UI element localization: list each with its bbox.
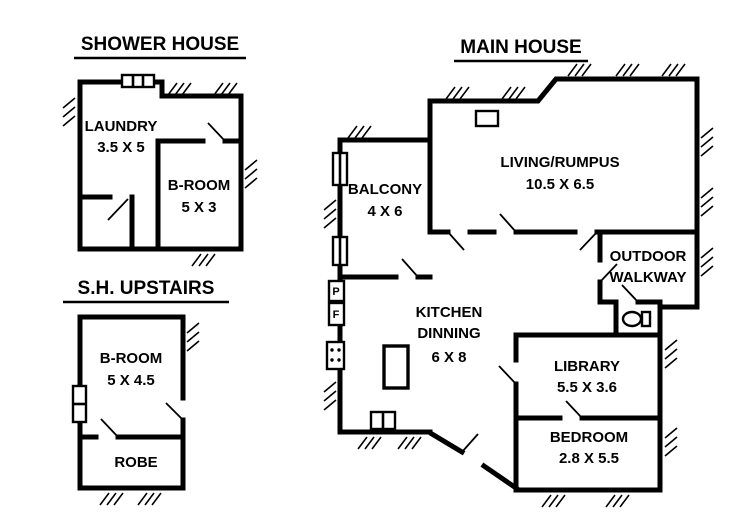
hatch-mark	[397, 436, 422, 450]
living-kitchen-door-swing	[447, 231, 465, 251]
toilet-icon	[621, 310, 652, 328]
hatch-mark	[62, 97, 76, 127]
hatch-mark	[186, 322, 200, 352]
walkway-right-walls	[657, 229, 700, 493]
kitchen-diagonal-wall	[428, 430, 520, 492]
hatch-mark	[191, 253, 216, 267]
upstairs-broom-label: B-ROOM	[100, 350, 163, 367]
bedroom-door-swing	[565, 400, 583, 419]
balcony-walls	[337, 137, 433, 280]
stove-icon	[325, 340, 346, 371]
laundry-dims: 3.5 X 5	[97, 139, 145, 156]
balcony-label: BALCONY	[348, 181, 422, 198]
laundry-label: LAUNDRY	[85, 118, 158, 135]
bedroom-walls	[513, 415, 663, 493]
living-walkway-door-swing	[579, 231, 598, 251]
robe-label: ROBE	[114, 454, 157, 471]
shower-wetroom-door-swing	[107, 198, 129, 221]
shower-house-plan	[62, 73, 258, 267]
walkway-door-swing	[599, 263, 618, 283]
balcony-dims: 4 X 6	[367, 203, 402, 220]
hatch-mark	[567, 63, 592, 77]
hatch-mark	[700, 187, 714, 217]
upstairs-entry-door-swing	[165, 402, 184, 421]
hatch-mark	[661, 63, 686, 77]
fridge-box	[327, 301, 346, 327]
hatch-mark	[605, 494, 630, 508]
main-house-title: MAIN HOUSE	[460, 37, 581, 58]
kitchen-island	[382, 344, 410, 390]
window-icon	[120, 73, 156, 89]
shower-house-outer-walls	[77, 79, 244, 252]
hatch-mark	[615, 63, 640, 77]
upstairs-title: S.H. UPSTAIRS	[78, 278, 215, 299]
hatch-mark	[213, 82, 238, 96]
hatch-mark	[167, 82, 192, 96]
hatch-mark	[541, 494, 566, 508]
shower-broom-door-swing	[207, 122, 226, 142]
shower-house-title: SHOWER HOUSE	[81, 34, 239, 55]
kitchen-rear-door-swing	[461, 433, 479, 453]
hatch-mark	[664, 339, 678, 369]
hatch-mark	[323, 199, 337, 229]
hatch-mark	[445, 86, 470, 100]
pantry-box	[327, 279, 346, 303]
pantry-label: P	[332, 286, 339, 298]
shower-broom-walls	[155, 138, 244, 252]
vent-icon	[474, 109, 500, 128]
window-icon	[331, 151, 349, 187]
kitchen-walls	[337, 274, 433, 435]
hatch-mark	[99, 492, 124, 506]
walkway-label-line1: OUTDOOR	[610, 248, 687, 265]
toilet-room-walls	[597, 299, 663, 338]
library-door-swing	[498, 365, 517, 385]
living-label: LIVING/RUMPUS	[500, 154, 619, 171]
hatch-mark	[357, 436, 382, 450]
hatch-mark	[244, 159, 258, 189]
kitchen-label-line1: KITCHEN	[416, 304, 483, 321]
shower-wetroom-walls	[77, 194, 135, 252]
hatch-mark	[700, 247, 714, 277]
bedroom-label: BEDROOM	[550, 429, 628, 446]
library-label: LIBRARY	[554, 358, 620, 375]
fridge-label: F	[333, 309, 340, 321]
sink-icon	[369, 410, 397, 431]
hatch-mark	[700, 127, 714, 157]
shower-broom-dims: 5 X 3	[181, 199, 216, 216]
upstairs-plan	[71, 314, 200, 506]
living-dims: 10.5 X 6.5	[526, 176, 594, 193]
hatch-mark	[323, 381, 337, 411]
hatch-mark	[347, 125, 372, 139]
hatch-mark	[664, 427, 678, 457]
toilet-door-swing	[621, 284, 639, 303]
robe-door-swing	[100, 418, 119, 438]
upstairs-broom-dims: 5 X 4.5	[107, 372, 155, 389]
living-dining-door-swing	[499, 213, 517, 233]
shower-broom-label: B-ROOM	[168, 177, 231, 194]
hatch-mark	[501, 86, 526, 100]
labels: SHOWER HOUSE LAUNDRY 3.5 X 5 B-ROOM 5 X …	[63, 34, 686, 471]
walkway-label-line2: WALKWAY	[610, 269, 687, 286]
hatch-mark	[137, 492, 162, 506]
main-house-plan	[323, 63, 714, 508]
window-icon	[71, 384, 88, 424]
window-icon	[331, 235, 349, 267]
kitchen-dims: 6 X 8	[431, 349, 466, 366]
balcony-door-swing	[401, 258, 419, 278]
living-outer-walls	[427, 76, 700, 235]
bedroom-dims: 2.8 X 5.5	[559, 450, 619, 467]
kitchen-label-line2: DINNING	[417, 325, 480, 342]
library-dims: 5.5 X 3.6	[557, 379, 617, 396]
